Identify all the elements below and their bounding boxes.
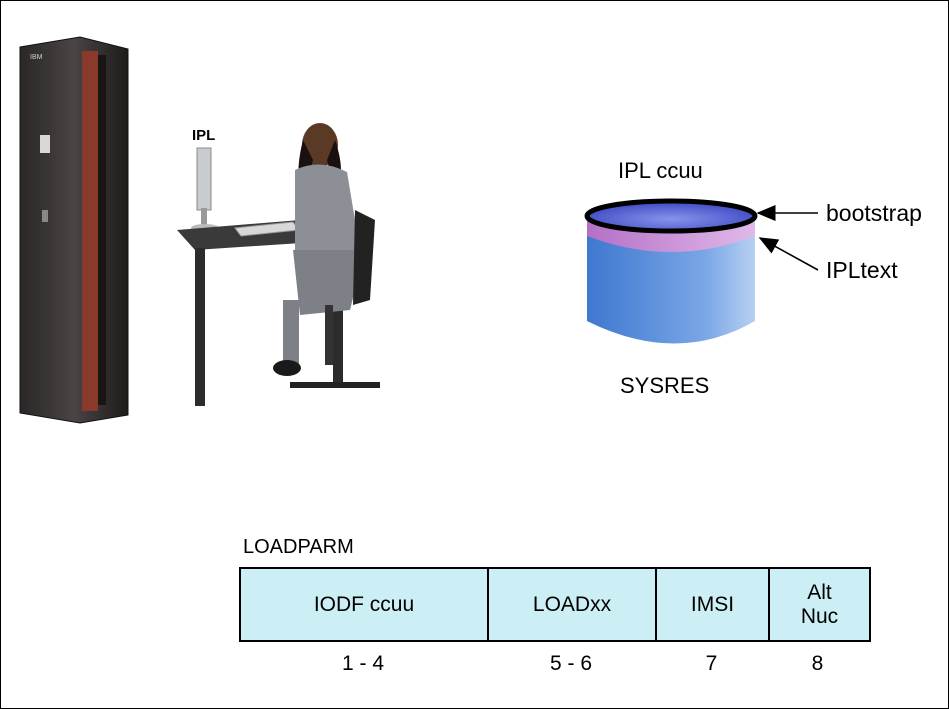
- field-label: IODF ccuu: [313, 592, 415, 616]
- loadparm-field-loadxx: LOADxx: [489, 569, 657, 640]
- field-label: LOADxx: [532, 592, 612, 616]
- bootstrap-label: bootstrap: [826, 200, 922, 226]
- field-label: IMSI: [690, 592, 735, 616]
- positions-loadxx: 5 - 6: [549, 652, 593, 675]
- loadparm-field-altnuc: Alt Nuc: [770, 569, 869, 640]
- positions-iodf: 1 - 4: [341, 652, 385, 675]
- loadparm-field-imsi: IMSI: [657, 569, 770, 640]
- disk-bottom-label: SYSRES: [620, 373, 710, 398]
- field-label: Alt Nuc: [800, 580, 839, 628]
- positions-altnuc: 8: [811, 652, 824, 675]
- mainframe-illustration: [19, 36, 129, 424]
- ipltext-label: IPLtext: [826, 257, 898, 283]
- loadparm-field-iodf: IODF ccuu: [241, 569, 489, 640]
- operator-desk-illustration: [177, 123, 380, 406]
- sysres-disk: [584, 198, 758, 344]
- ipltext-arrow: [758, 237, 819, 271]
- loadparm-title: LOADPARM: [243, 536, 354, 558]
- disk-top-label: IPL ccuu: [618, 158, 703, 183]
- positions-imsi: 7: [705, 652, 718, 675]
- loadparm-table: IODF ccuu LOADxx IMSI Alt Nuc: [239, 567, 871, 642]
- mainframe-badge: IBM: [30, 54, 43, 61]
- ipl-label: IPL: [192, 127, 216, 144]
